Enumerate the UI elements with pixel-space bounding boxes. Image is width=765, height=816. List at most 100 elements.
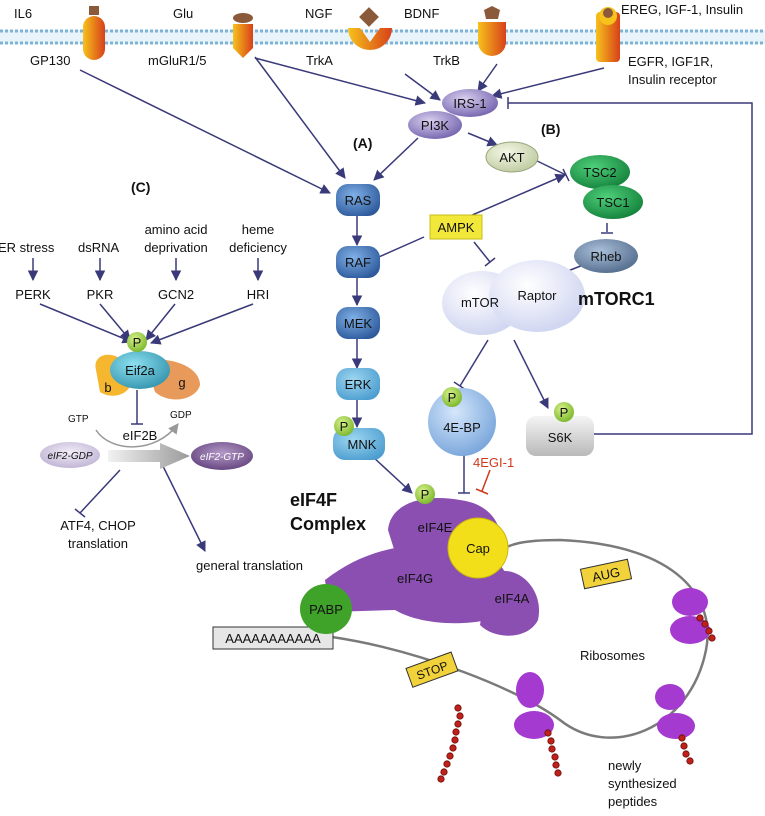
node-akt-label: AKT — [499, 150, 524, 165]
node-ampk-label: AMPK — [438, 220, 475, 235]
node-mnk-label: MNK — [348, 437, 377, 452]
node-raptor-label: Raptor — [517, 288, 557, 303]
receptor-insulin-label: Insulin receptor — [628, 72, 718, 87]
irs1-node — [442, 89, 498, 117]
raf-node — [336, 246, 380, 278]
receptor-trkb — [478, 6, 506, 56]
phosphate-eif2a — [127, 332, 147, 352]
stress-dsrna: dsRNA — [78, 240, 120, 255]
4egi-inhibition — [475, 469, 491, 495]
receptor-egfr — [596, 7, 620, 62]
p-label-mnk: P — [340, 419, 349, 434]
node-s6k-label: S6K — [548, 430, 573, 445]
ligand-bdnf: BDNF — [404, 6, 439, 21]
ligand-ereg: EREG, IGF-1, Insulin — [621, 2, 743, 17]
node-rheb-label: Rheb — [590, 249, 621, 264]
eif4g-label: eIF4G — [397, 571, 433, 586]
section-c-label: (C) — [131, 179, 150, 195]
ligand-ngf: NGF — [305, 6, 333, 21]
eif2-beta-label: b — [104, 380, 111, 395]
akt-node — [485, 141, 539, 173]
polya-label: AAAAAAAAAAA — [225, 631, 321, 646]
eif4e-label: eIF4E — [418, 520, 453, 535]
mtor-complex — [442, 260, 585, 335]
node-mtor-label: mTOR — [461, 295, 499, 310]
node-tsc1-label: TSC1 — [596, 195, 629, 210]
p-label-eif2a: P — [133, 335, 142, 350]
eif2-gdp-node — [40, 442, 100, 468]
node-mek-label: MEK — [344, 316, 373, 331]
eif4a-label: eIF4A — [495, 591, 530, 606]
receptor-trka-label: TrkA — [306, 53, 333, 68]
stop-label-box — [405, 651, 459, 688]
p-label-s6k: P — [560, 405, 569, 420]
stress-aa-1: amino acid — [145, 222, 208, 237]
node-pi3k-label: PI3K — [421, 118, 450, 133]
pi3k-node — [408, 111, 462, 139]
pabp-shape — [300, 584, 352, 634]
p-label-4ebp: P — [448, 390, 457, 405]
ligand-glu: Glu — [173, 6, 193, 21]
section-a-label: (A) — [353, 135, 372, 151]
ribosomes-label: Ribosomes — [580, 648, 646, 663]
ribosomes — [514, 588, 710, 739]
eif2-gdp-label: eIF2-GDP — [47, 451, 92, 462]
eif2-gtp-node — [191, 442, 253, 470]
aug-label-box — [579, 558, 633, 590]
ras-node — [336, 184, 380, 216]
pabp-label: PABP — [309, 602, 343, 617]
receptor-mglur-label: mGluR1/5 — [148, 53, 207, 68]
phosphate-s6k — [554, 402, 574, 422]
4ebp-node — [428, 388, 496, 456]
peptides-label-3: peptides — [608, 794, 658, 809]
p-label-eif4e: P — [421, 487, 430, 502]
ampk-node — [429, 214, 483, 240]
ligand-il6: IL6 — [14, 6, 32, 21]
inhibition-lines — [74, 97, 753, 518]
node-tsc2-label: TSC2 — [583, 165, 616, 180]
inhibitor-4egi-label: 4EGI-1 — [473, 455, 514, 470]
eif2-gtp-label: eIF2-GTP — [200, 452, 244, 463]
cap-label: Cap — [466, 541, 490, 556]
tsc1-node — [583, 185, 643, 219]
receptor-trkb-label: TrkB — [433, 53, 460, 68]
ribosome — [514, 672, 554, 739]
gtp-label: GTP — [68, 414, 89, 425]
node-raf-label: RAF — [345, 255, 371, 270]
general-translation-label: general translation — [196, 558, 303, 573]
kinase-gcn2: GCN2 — [158, 287, 194, 302]
rheb-node — [574, 239, 638, 273]
receptor-egfr-label: EGFR, IGF1R, — [628, 54, 713, 69]
exchange-arrow — [108, 443, 190, 469]
stress-heme-1: heme — [242, 222, 275, 237]
gtp-gdp-curve — [95, 423, 179, 448]
kinase-hri: HRI — [247, 287, 269, 302]
section-b-label: (B) — [541, 121, 560, 137]
receptor-gp130 — [83, 6, 105, 60]
eif2a-label: Eif2a — [125, 363, 155, 378]
peptides-label-1: newly — [608, 758, 642, 773]
mrna-strand — [331, 538, 709, 739]
mtorc1-label: mTORC1 — [578, 289, 655, 309]
phosphate-eif4e — [415, 484, 435, 504]
peptide-chains — [437, 614, 716, 783]
poly-a-tail — [212, 626, 334, 650]
node-irs1-label: IRS-1 — [453, 96, 486, 111]
cap-shape — [447, 517, 509, 579]
mek-node — [336, 307, 380, 339]
node-erk-label: ERK — [345, 377, 372, 392]
peptides-label-2: synthesized — [608, 776, 677, 791]
eif4a-shape — [480, 570, 540, 636]
phosphate-markers — [127, 332, 574, 504]
receptor-trka — [348, 7, 392, 50]
stress-heme-2: deficiency — [229, 240, 287, 255]
node-4ebp-label: 4E-BP — [443, 420, 481, 435]
eif2b-label: eIF2B — [123, 428, 158, 443]
stress-aa-2: deprivation — [144, 240, 208, 255]
mnk-node — [333, 428, 385, 460]
eif4f-title-1: eIF4F — [290, 490, 337, 510]
aug-label: AUG — [591, 564, 622, 585]
kinase-perk: PERK — [15, 287, 51, 302]
atf-label-2: translation — [68, 536, 128, 551]
receptor-gp130-label: GP130 — [30, 53, 70, 68]
